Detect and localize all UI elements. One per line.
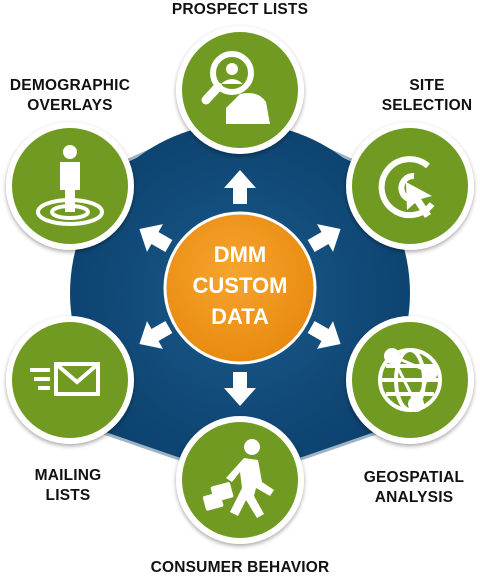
- label-mailing-lists-line-1: MAILING: [34, 467, 102, 484]
- label-mailing-lists: MAILING LISTS: [18, 466, 118, 506]
- label-site-selection-line-1: SITE: [409, 77, 445, 94]
- label-mailing-lists-line-2: LISTS: [45, 487, 91, 504]
- label-site-selection: SITE SELECTION: [372, 76, 480, 116]
- label-consumer-behavior: CONSUMER BEHAVIOR: [130, 558, 350, 578]
- label-demographic-overlays-line-2: OVERLAYS: [27, 97, 113, 114]
- label-prospect-lists-line-1: PROSPECT LISTS: [171, 1, 309, 18]
- label-consumer-behavior-line-1: CONSUMER BEHAVIOR: [150, 559, 330, 576]
- arrow-lower-left: [139, 320, 173, 349]
- label-demographic-overlays: DEMOGRAPHIC OVERLAYS: [0, 76, 140, 116]
- envelope-icon: [30, 362, 100, 396]
- label-site-selection-line-2: SELECTION: [381, 97, 473, 114]
- globe-network-icon: [378, 348, 442, 412]
- node-mailing-lists: [6, 316, 134, 444]
- node-consumer-behavior: [176, 416, 304, 544]
- arrow-upper-left: [139, 224, 173, 253]
- label-geospatial-analysis-line-2: ANALYSIS: [374, 489, 454, 506]
- arrows: [139, 170, 341, 406]
- label-prospect-lists: PROSPECT LISTS: [160, 0, 320, 20]
- target-cursor-icon: [378, 156, 435, 219]
- arrow-up: [224, 170, 256, 204]
- arrow-upper-right: [307, 224, 341, 253]
- shopper-walking-icon: [202, 439, 274, 518]
- center-line-2: CUSTOM: [193, 273, 288, 298]
- center-circle: [163, 211, 317, 365]
- person-search-icon: [201, 51, 270, 124]
- arrow-down: [224, 372, 256, 406]
- person-target-icon: [36, 145, 104, 226]
- label-demographic-overlays-line-1: DEMOGRAPHIC: [9, 77, 131, 94]
- center-line-1: DMM: [214, 242, 267, 267]
- label-geospatial-analysis: GEOSPATIAL ANALYSIS: [350, 468, 478, 508]
- arrow-lower-right: [307, 320, 341, 349]
- label-geospatial-analysis-line-1: GEOSPATIAL: [363, 469, 465, 486]
- center-line-3: DATA: [211, 304, 269, 329]
